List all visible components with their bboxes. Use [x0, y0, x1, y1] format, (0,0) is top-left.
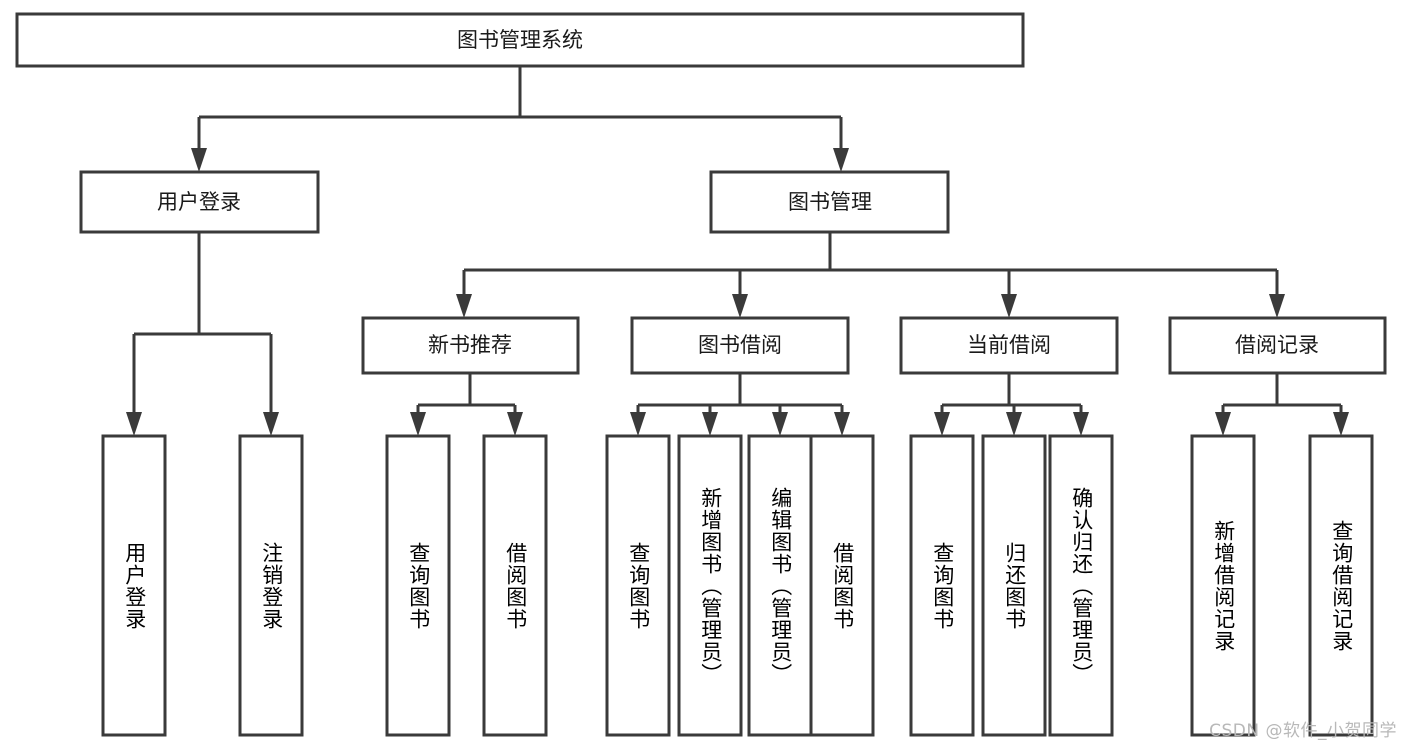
leaf-box-return-book[interactable]	[981, 434, 1047, 737]
leaf-box-query-book-nb[interactable]	[385, 434, 451, 737]
arrow-head-bb-1	[630, 412, 646, 436]
leaf-box-add-book-admin[interactable]	[677, 434, 743, 737]
leaf-box-query-book-cb[interactable]	[909, 434, 975, 737]
arrow-head-nb-2	[507, 412, 523, 436]
leaf-box-confirm-return-admin[interactable]	[1048, 434, 1114, 737]
connector-borrow-book-to-leaves	[630, 373, 850, 436]
leaf-box-edit-book-admin[interactable]	[747, 434, 813, 737]
leaf-box-borrow-book-bb[interactable]	[809, 434, 875, 737]
arrow-head-nb-1	[410, 412, 426, 436]
node-label-book-borrow: 图书借阅	[698, 333, 782, 357]
arrow-head-borrow-record	[1269, 294, 1285, 318]
node-box-new-book-recommend[interactable]	[361, 316, 580, 375]
leaf-box-query-book-bb[interactable]	[605, 434, 671, 737]
node-box-borrow-record[interactable]	[1168, 316, 1387, 375]
node-label-root: 图书管理系统	[457, 28, 583, 52]
leaf-box-logout[interactable]	[238, 434, 304, 737]
csdn-watermark: CSDN @软件_小贺同学	[1209, 721, 1397, 741]
connector-new-book-to-leaves	[410, 373, 523, 436]
arrow-head-leaf-logout	[263, 412, 279, 436]
arrow-head-cb-2	[1006, 412, 1022, 436]
node-box-user-login[interactable]	[79, 170, 320, 234]
connector-current-borrow-to-leaves	[934, 373, 1089, 436]
arrow-head-user-login	[191, 148, 207, 172]
connector-book-mgmt-to-level3	[456, 232, 1285, 318]
connector-root-to-level2	[191, 66, 849, 172]
node-box-current-borrow[interactable]	[899, 316, 1119, 375]
node-box-book-management[interactable]	[709, 170, 950, 234]
arrow-head-bb-2	[702, 412, 718, 436]
arrow-head-bb-3	[772, 412, 788, 436]
node-label-book-management: 图书管理	[788, 190, 872, 214]
arrow-head-cb-1	[934, 412, 950, 436]
leaf-box-query-borrow-record[interactable]	[1308, 434, 1374, 737]
node-box-root[interactable]	[15, 12, 1025, 68]
arrow-head-book-mgmt	[833, 148, 849, 172]
leaf-box-borrow-book-nb[interactable]	[482, 434, 548, 737]
arrow-head-current-borrow	[1001, 294, 1017, 318]
node-label-current-borrow: 当前借阅	[967, 333, 1051, 357]
arrow-head-br-2	[1333, 412, 1349, 436]
arrow-head-new-book	[456, 294, 472, 318]
arrow-head-borrow-book	[732, 294, 748, 318]
connector-user-login-to-leaves	[126, 232, 279, 436]
arrow-head-leaf-user-login	[126, 412, 142, 436]
node-label-borrow-record: 借阅记录	[1235, 333, 1319, 357]
node-label-user-login: 用户登录	[157, 190, 241, 214]
connector-borrow-record-to-leaves	[1215, 373, 1349, 436]
leaf-box-user-login[interactable]	[101, 434, 167, 737]
leaf-box-add-borrow-record[interactable]	[1190, 434, 1256, 737]
node-label-new-book-recommend: 新书推荐	[428, 333, 512, 357]
arrow-head-bb-4	[834, 412, 850, 436]
arrow-head-cb-3	[1073, 412, 1089, 436]
arrow-head-br-1	[1215, 412, 1231, 436]
node-box-book-borrow[interactable]	[630, 316, 850, 375]
